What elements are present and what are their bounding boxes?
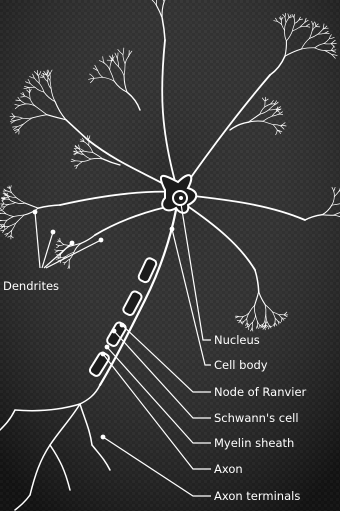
label-dendrites: Dendrites bbox=[3, 279, 59, 293]
label-myelin-sheath: Myelin sheath bbox=[214, 436, 294, 450]
label-cell-body: Cell body bbox=[214, 358, 268, 372]
label-nucleus: Nucleus bbox=[214, 333, 260, 347]
label-axon: Axon bbox=[214, 462, 243, 476]
dendrite-branch bbox=[322, 215, 333, 216]
label-schwanns-cell: Schwann's cell bbox=[214, 411, 299, 425]
nucleolus bbox=[179, 196, 183, 200]
label-node-of-ranvier: Node of Ranvier bbox=[214, 385, 307, 399]
label-axon-terminals: Axon terminals bbox=[214, 489, 300, 503]
